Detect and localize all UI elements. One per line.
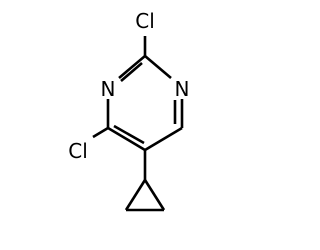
- atom-labels: Cl N N Cl: [68, 9, 189, 163]
- cyclopropyl-ring: [124, 179, 166, 212]
- bond-c5-c4: [144, 126, 183, 152]
- structure-canvas: Cl N N Cl: [68, 9, 189, 212]
- bond-cyclopropyl-left: [124, 179, 147, 211]
- pyrimidine-ring: [106, 55, 184, 152]
- bond-c6-cl: [92, 126, 109, 139]
- molecule-structure: Cl N N Cl: [68, 9, 189, 212]
- bond-c6-c5: [107, 126, 146, 152]
- bond-c2-n3: [144, 55, 172, 79]
- bond-c6-c5-double: [113, 124, 145, 145]
- atom-label-n-right: N: [175, 77, 190, 101]
- atom-label-n-left: N: [101, 77, 116, 101]
- atom-label-cl-left: Cl: [68, 139, 88, 163]
- substituent-bonds: [92, 36, 147, 180]
- bond-c2-n1-double: [120, 62, 143, 82]
- atom-label-cl-top: Cl: [135, 9, 155, 33]
- bond-c2-n1: [118, 55, 146, 79]
- bond-cyclopropyl-right: [143, 179, 166, 211]
